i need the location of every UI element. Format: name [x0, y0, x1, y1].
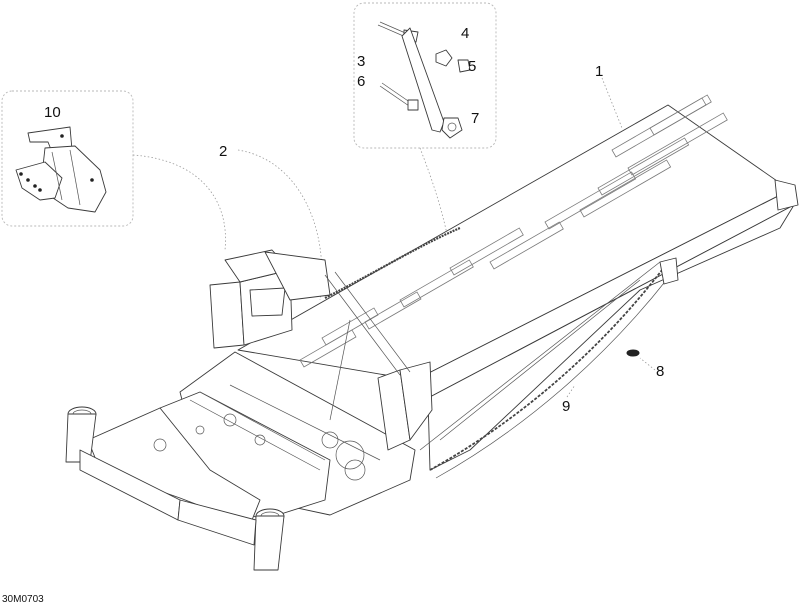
callout-10: 10	[44, 104, 61, 121]
callout-8: 8	[656, 363, 664, 380]
callout-9: 9	[562, 398, 570, 415]
hardware-parts	[377, 21, 471, 139]
plug-part-8	[626, 349, 640, 357]
detail-frame-10	[1, 90, 134, 227]
callout-7: 7	[471, 110, 479, 127]
detail-frame-hardware	[353, 2, 497, 149]
callout-5: 5	[468, 58, 476, 75]
deck-slots	[299, 94, 728, 368]
chassis-frame	[65, 94, 799, 571]
bracket-part-10	[15, 126, 107, 213]
callout-2: 2	[219, 143, 227, 160]
front-tubes	[65, 406, 285, 571]
callout-4: 4	[461, 25, 469, 42]
callout-3: 3	[357, 53, 365, 70]
diagram-code: 30M0703	[2, 594, 44, 605]
callout-labels: 1 2 3 4 5 6 7 8 9 10	[44, 25, 664, 415]
callout-6: 6	[357, 73, 365, 90]
callout-1: 1	[595, 63, 603, 80]
